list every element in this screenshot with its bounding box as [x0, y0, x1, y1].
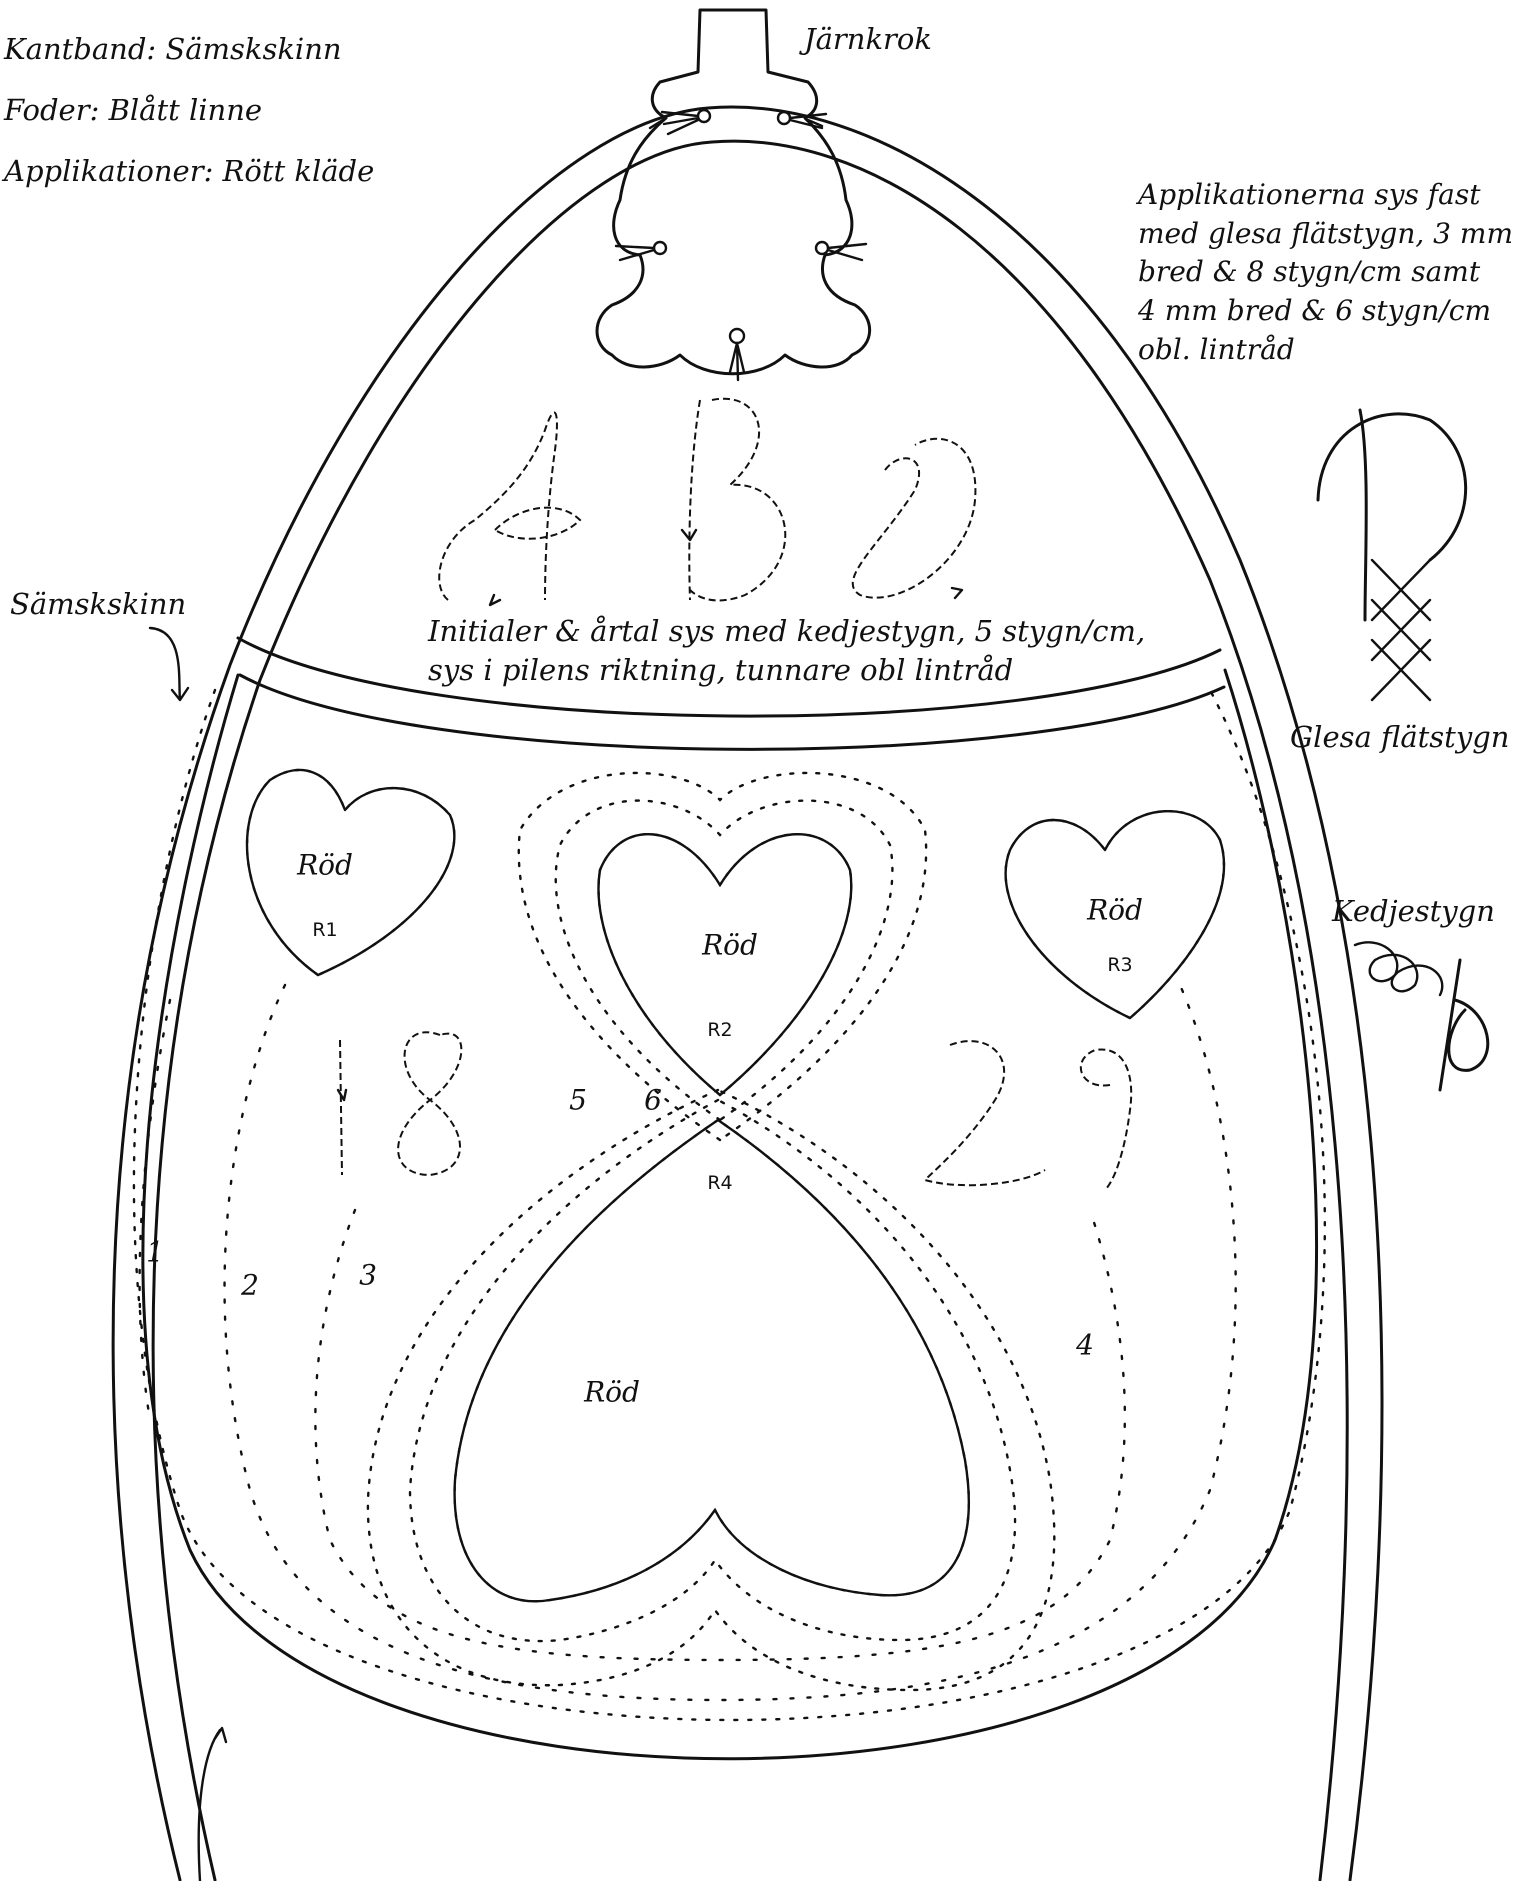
stitch-row-2: 2 [241, 1269, 259, 1302]
stitch-row-4: 4 [1076, 1329, 1094, 1362]
initials-note: Initialer & årtal sys med kedjestygn, 5 … [428, 612, 1145, 690]
herringbone-sample [1318, 410, 1466, 700]
heart-r1-color: Röd [297, 849, 353, 882]
material-edging-label: Kantband: Sämskskinn [4, 30, 342, 68]
heart-r4-code: R4 [707, 1172, 732, 1194]
material-appliques-label: Applikationer: Rött kläde [4, 152, 374, 190]
heart-r3-code: R3 [1107, 954, 1132, 976]
heart-r2-color: Röd [702, 929, 758, 962]
heart-r3-color: Röd [1087, 894, 1143, 927]
stitch-rows [134, 690, 1325, 1720]
stitch-row-5: 5 [569, 1084, 587, 1117]
herringbone-callout: Glesa flätstygn [1290, 718, 1509, 756]
lower-inner-edge [143, 670, 1317, 1759]
chamois-callout: Sämskskinn [10, 585, 186, 623]
heart-r1-code: R1 [312, 919, 337, 941]
heart-r2-code: R2 [707, 1019, 732, 1041]
heart-r4-color: Röd [584, 1376, 640, 1409]
material-lining-label: Foder: Blått linne [4, 91, 262, 129]
iron-hook [597, 10, 870, 380]
stitch-row-6: 6 [644, 1084, 662, 1117]
applique-note: Applikationerna sys fast med glesa fläts… [1138, 176, 1513, 369]
chain-stitch-callout: Kedjestygn [1332, 892, 1495, 930]
stitch-row-1: 1 [146, 1236, 164, 1269]
year-embroidery [338, 1032, 1131, 1190]
hook-callout: Järnkrok [804, 20, 932, 58]
chain-stitch-sample [1355, 942, 1488, 1090]
stitch-row-3: 3 [359, 1259, 377, 1292]
initials-embroidery [439, 399, 975, 605]
